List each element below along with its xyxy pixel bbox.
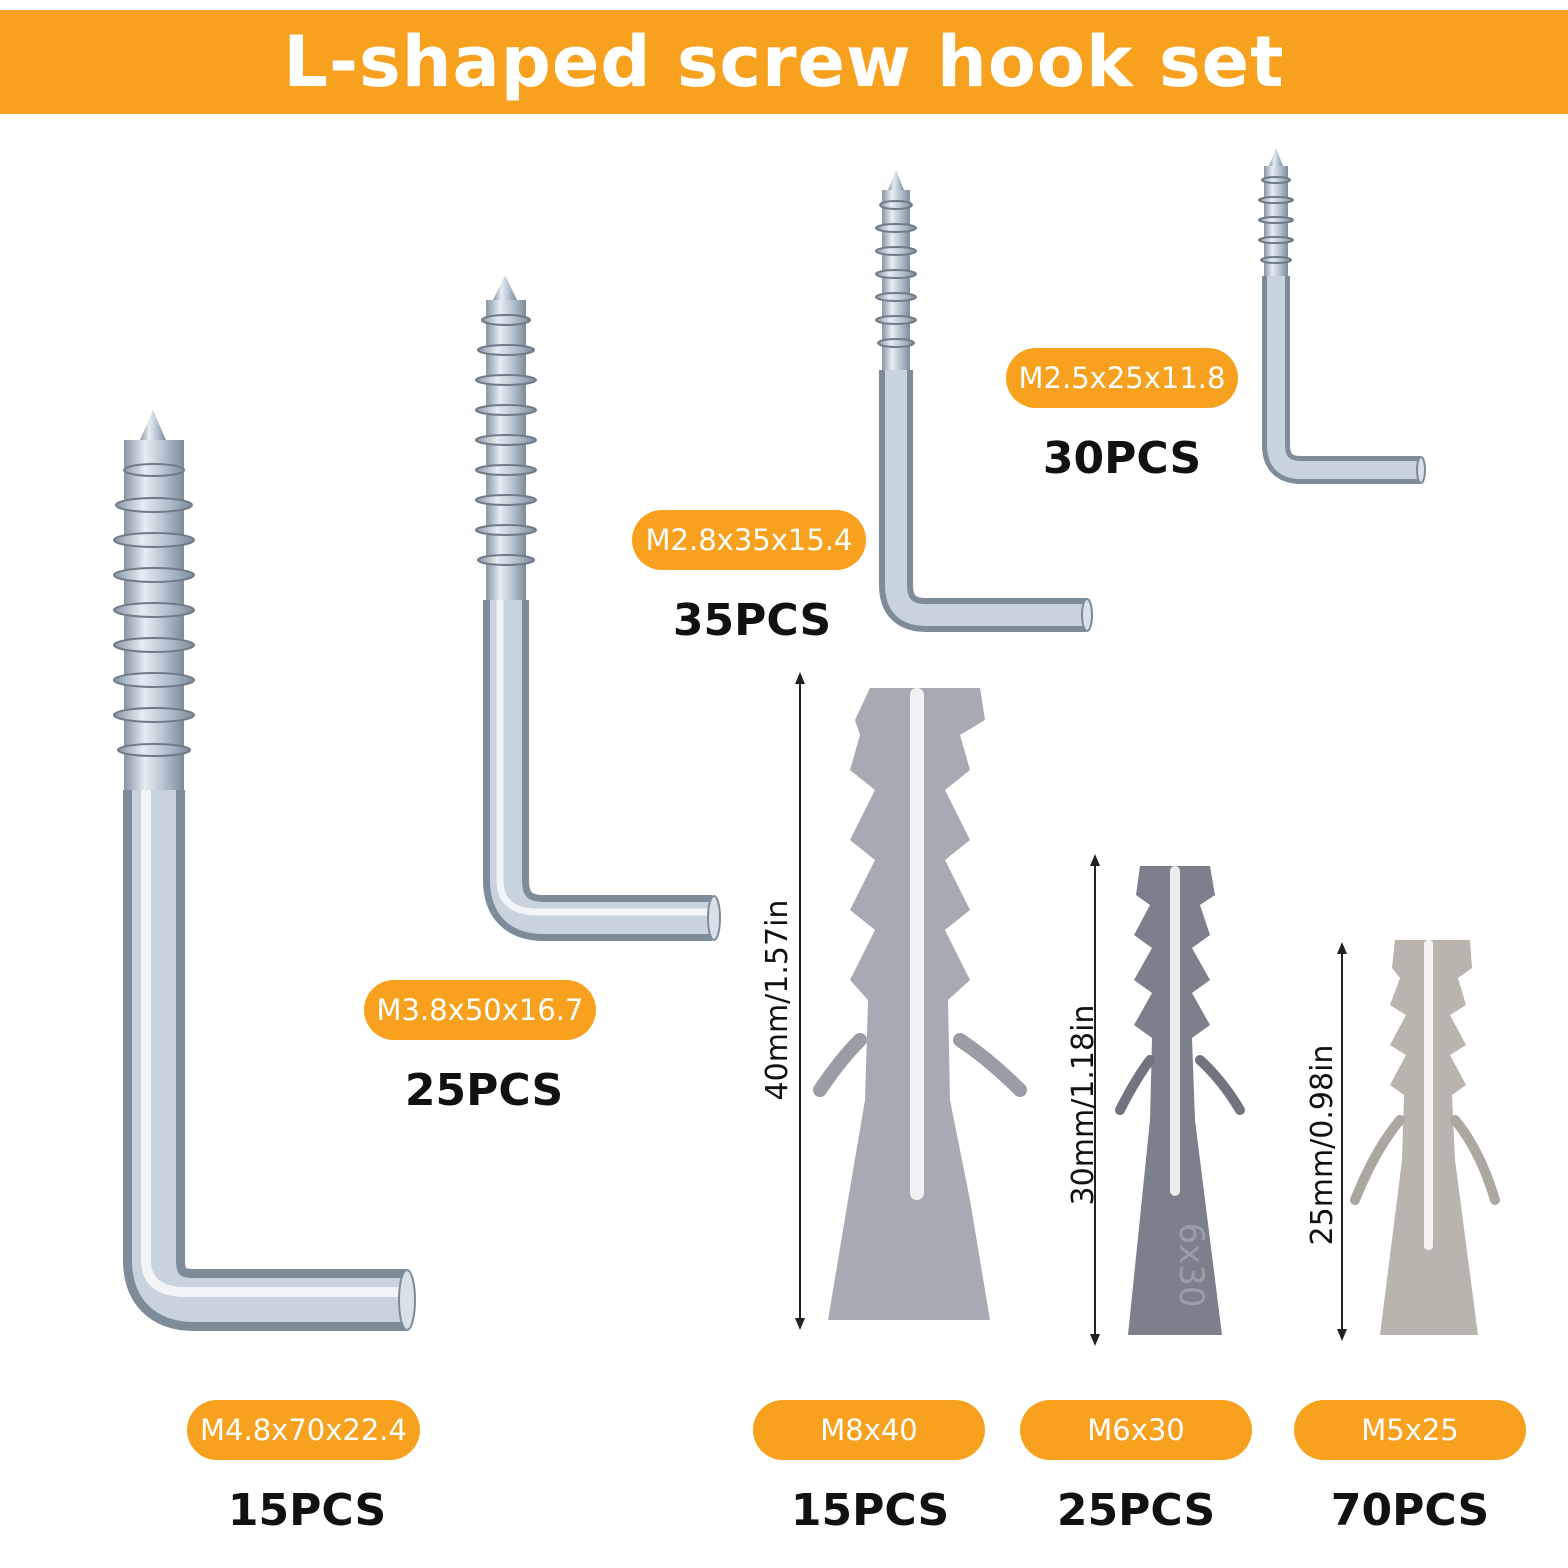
spec-badge-hook-large: M4.8x70x22.4 — [187, 1400, 420, 1460]
wall-anchor-large — [795, 672, 1027, 1330]
spec-badge-hook-medium: M3.8x50x16.7 — [364, 980, 596, 1040]
spec-badge-anchor-m6: M6x30 — [1020, 1400, 1252, 1460]
wall-anchor-small — [1337, 940, 1500, 1341]
anchor-marking: 6x30 — [1171, 1222, 1211, 1307]
count-anchor-m5: 70PCS — [1330, 1485, 1490, 1536]
spec-badge-hook-small: M2.8x35x15.4 — [632, 510, 866, 570]
count-anchor-m6: 25PCS — [1056, 1485, 1216, 1536]
spec-badge-hook-mini: M2.5x25x11.8 — [1006, 348, 1238, 408]
anchor-length-m6: 30mm/1.18in — [1066, 1004, 1101, 1206]
count-hook-small: 35PCS — [672, 595, 832, 646]
screw-hook-mini — [1258, 148, 1426, 484]
title-banner — [0, 10, 1568, 114]
page-title: L-shaped screw hook set — [283, 21, 1285, 103]
anchor-length-m8: 40mm/1.57in — [760, 899, 795, 1101]
count-hook-medium: 25PCS — [404, 1065, 564, 1116]
wall-anchor-medium — [1090, 854, 1245, 1346]
screw-hook-medium — [475, 275, 721, 941]
screw-hook-small — [875, 170, 1093, 632]
count-hook-mini: 30PCS — [1042, 433, 1202, 484]
count-hook-large: 15PCS — [227, 1485, 387, 1536]
anchor-length-m5: 25mm/0.98in — [1305, 1044, 1340, 1246]
spec-badge-anchor-m5: M5x25 — [1294, 1400, 1526, 1460]
count-anchor-m8: 15PCS — [790, 1485, 950, 1536]
spec-badge-anchor-m8: M8x40 — [753, 1400, 985, 1460]
screw-hook-large — [113, 410, 416, 1331]
